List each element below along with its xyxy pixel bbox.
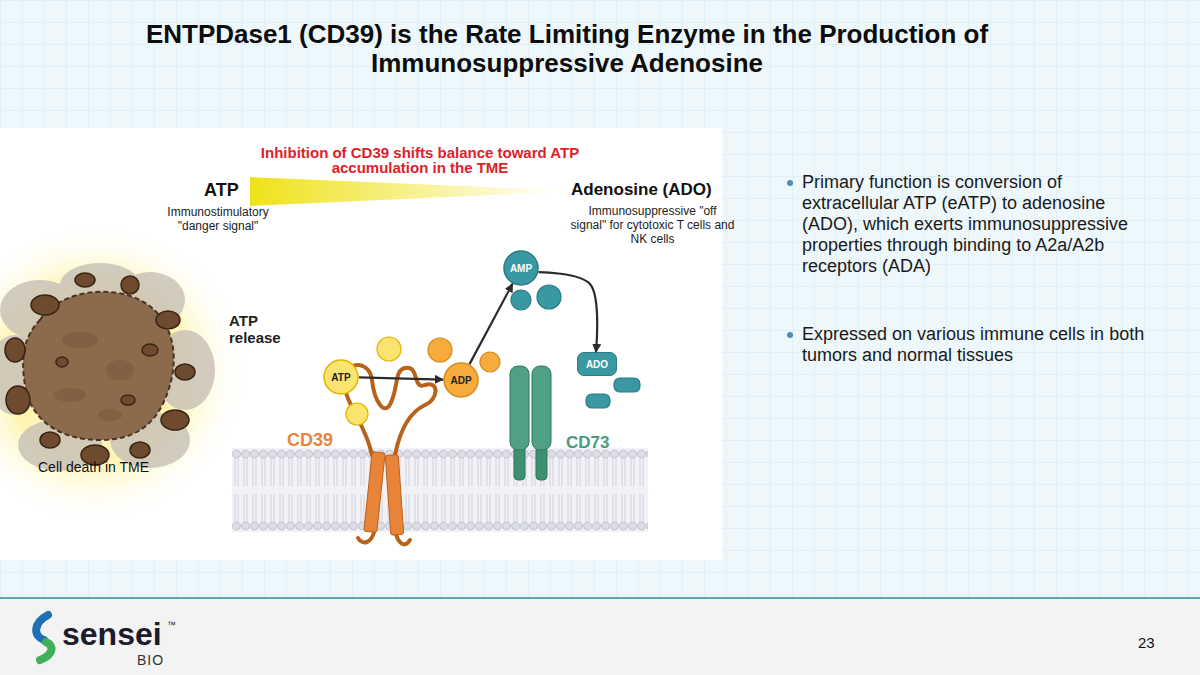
reaction-arrow: [470, 284, 513, 364]
adp-molecule: ADP: [443, 362, 479, 398]
amp-molecule: [511, 290, 531, 310]
cd73-domain: [532, 366, 551, 450]
atp-molecule: [346, 403, 368, 425]
adp-molecule: [480, 352, 500, 372]
cd73-domain: [510, 366, 529, 450]
adp-molecule: [428, 338, 452, 362]
cell-membrane: [232, 448, 648, 532]
molecule-description: Immunosuppressive "off signal" for cytot…: [570, 205, 735, 246]
bullet-text: Primary function is conversion of extrac…: [802, 172, 1147, 276]
molecule-outline: [324, 360, 358, 394]
bleb: [5, 338, 25, 362]
protein-name: CD73: [566, 433, 609, 453]
protein-name: CD39: [287, 430, 333, 451]
footer-rule: [0, 597, 1200, 599]
molecule-decor: [346, 285, 640, 425]
organelle: [54, 388, 86, 402]
molecule-label: ADP: [450, 375, 471, 386]
cd39-helix: [385, 455, 404, 536]
bullet-dot: [787, 180, 793, 186]
molecule-heading: ATP: [204, 180, 239, 201]
bullet-dot: [787, 332, 793, 338]
cd73-protein: [510, 366, 551, 480]
cd39-protein: [344, 365, 435, 544]
cell-organelles: [54, 332, 134, 421]
bleb: [40, 432, 60, 448]
bleb: [121, 276, 139, 294]
cd39-helix: [364, 452, 385, 533]
organelle: [106, 360, 134, 380]
molecule-outline: [444, 363, 478, 397]
ado-molecule: [614, 378, 640, 392]
cd73-stem: [514, 446, 525, 480]
dying-cell: [0, 222, 245, 522]
bleb: [142, 344, 158, 356]
bleb: [75, 273, 95, 287]
bleb: [156, 311, 180, 329]
process-label: ATP release: [229, 313, 299, 346]
membrane-band: [232, 448, 648, 532]
molecule-label: ADO: [586, 359, 608, 370]
atp-molecule: [377, 337, 401, 361]
bleb: [31, 295, 59, 315]
ado-molecule: [586, 394, 610, 408]
bleb: [161, 410, 189, 430]
logo-swoosh: [40, 642, 52, 660]
trademark-mark: ™: [167, 620, 176, 631]
bleb: [56, 357, 68, 367]
organelle: [62, 332, 98, 348]
logo-swoosh: [36, 615, 48, 640]
amp-molecule: AMP: [503, 250, 539, 286]
molecule-label: AMP: [510, 263, 532, 274]
molecule-heading: Adenosine (ADO): [571, 180, 712, 200]
cell-body: [23, 292, 174, 440]
ado-molecule: ADO: [577, 352, 617, 376]
bleb: [175, 364, 195, 380]
molecule-outline: [504, 251, 538, 285]
reaction-arrow: [359, 377, 443, 379]
bleb: [130, 442, 150, 458]
atp-molecule: ATP: [323, 359, 359, 395]
molecule-label: ATP: [331, 372, 350, 383]
cell-label: Cell death in TME: [38, 459, 149, 476]
apoptotic-blebs: [5, 273, 195, 465]
reaction-arrow: [539, 272, 598, 352]
bleb: [6, 386, 30, 414]
bleb: [121, 395, 135, 405]
cell-debris-cloud: [0, 263, 215, 471]
amp-molecule: [537, 285, 561, 309]
molecule-description: Immunostimulatory "danger signal": [153, 206, 283, 234]
organelle: [98, 409, 122, 421]
bullet-text: Expressed on various immune cells in bot…: [802, 324, 1147, 366]
page-number: 23: [1138, 634, 1155, 652]
balance-wedge: [250, 177, 560, 206]
balance-caption: Inhibition of CD39 shifts balance toward…: [250, 145, 590, 176]
lipid-bilayer: [232, 448, 648, 532]
logo-wordmark: sensei: [62, 616, 162, 654]
cd73-stem: [536, 446, 547, 480]
logo-subtitle: BIO: [137, 652, 164, 669]
slide-title: ENTPDase1 (CD39) is the Rate Limiting En…: [92, 20, 1042, 78]
cell-glow: [0, 222, 245, 522]
logo-icon: [36, 615, 51, 660]
footer-band: [0, 598, 1200, 675]
